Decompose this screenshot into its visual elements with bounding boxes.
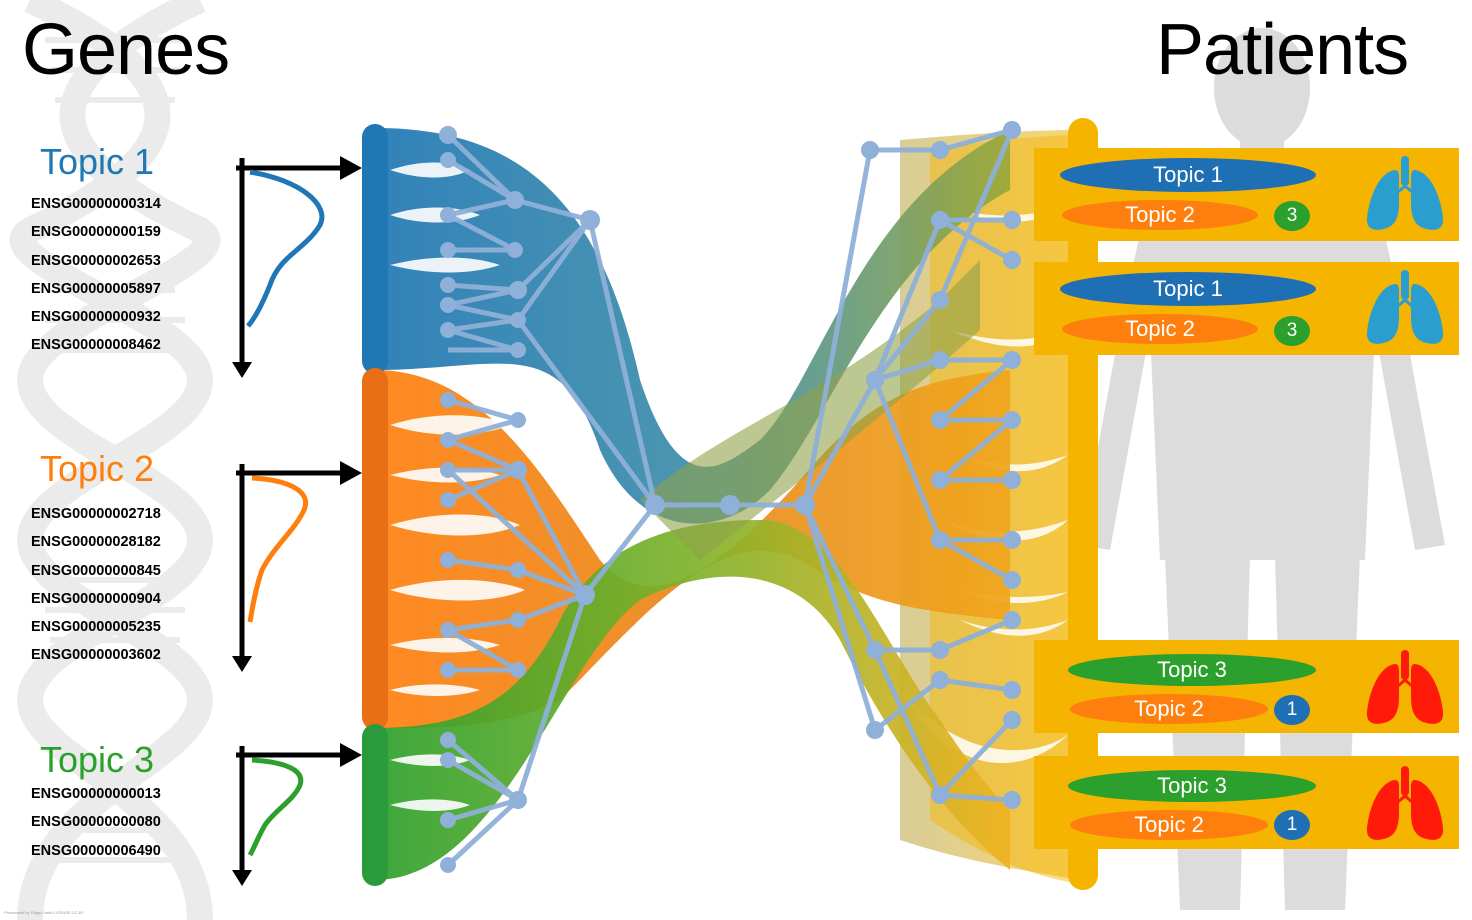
gene-item: ENSG00000000013 xyxy=(31,786,161,802)
topic2-gene-list: ENSG00000002718 ENSG00000028182 ENSG0000… xyxy=(31,500,161,670)
secondary-topic-pill: Topic 2 xyxy=(1070,694,1268,724)
primary-topic-pill: Topic 1 xyxy=(1060,158,1316,192)
patient-card: Topic 1 Topic 2 3 xyxy=(1034,262,1459,355)
gene-item: ENSG00000006490 xyxy=(31,842,161,859)
topic1-gene-list: ENSG00000000314 ENSG00000000159 ENSG0000… xyxy=(31,190,161,360)
gene-item: ENSG00000000159 xyxy=(31,224,161,241)
count-badge: 1 xyxy=(1274,695,1310,725)
gene-item: ENSG00000000932 xyxy=(31,309,161,326)
gene-item: ENSG00000028182 xyxy=(31,534,161,551)
secondary-topic-pill: Topic 2 xyxy=(1062,314,1258,344)
red-lungs-icon xyxy=(1364,648,1446,728)
topic1-distribution-plot xyxy=(232,156,362,378)
topic3-gene-list: ENSG00000000013 ENSG00000000080 ENSG0000… xyxy=(31,780,161,865)
primary-topic-pill: Topic 3 xyxy=(1068,770,1316,802)
gene-item: ENSG00000000904 xyxy=(31,590,161,607)
gene-item: ENSG00000008462 xyxy=(31,337,161,354)
dna-helix-background xyxy=(10,0,220,920)
topic2-distribution-plot xyxy=(232,461,362,672)
primary-topic-pill: Topic 3 xyxy=(1068,654,1316,686)
gene-item: ENSG00000003602 xyxy=(31,647,161,664)
topic3-distribution-plot xyxy=(232,743,362,886)
patient-card: Topic 1 Topic 2 3 xyxy=(1034,148,1459,241)
gene-item: ENSG00000005235 xyxy=(31,619,161,636)
topic2-heading: Topic 2 xyxy=(40,448,155,489)
patient-card: Topic 3 Topic 2 1 xyxy=(1034,640,1459,733)
blue-lungs-icon xyxy=(1364,154,1446,234)
photo-credit: Photocredit by Filippo Valle LICENSE CC-… xyxy=(4,910,84,915)
gene-item: ENSG00000000845 xyxy=(31,562,161,579)
topic1-heading: Topic 1 xyxy=(40,141,155,182)
gene-item: ENSG00000005897 xyxy=(31,280,161,297)
gene-item: ENSG00000002718 xyxy=(31,506,161,522)
blue-lungs-icon xyxy=(1364,268,1446,348)
patients-title: Patients xyxy=(1156,10,1409,90)
gene-item: ENSG00000000080 xyxy=(31,814,161,831)
genes-title: Genes xyxy=(22,10,230,90)
red-lungs-icon xyxy=(1364,764,1446,844)
count-badge: 3 xyxy=(1274,201,1310,231)
count-badge: 1 xyxy=(1274,810,1310,840)
topic3-heading: Topic 3 xyxy=(40,739,155,780)
topic-flows xyxy=(362,124,1010,886)
secondary-topic-pill: Topic 2 xyxy=(1070,810,1268,840)
gene-item: ENSG00000002653 xyxy=(31,252,161,269)
count-badge: 3 xyxy=(1274,316,1310,346)
gene-item: ENSG00000000314 xyxy=(31,196,161,212)
patient-card: Topic 3 Topic 2 1 xyxy=(1034,756,1459,849)
secondary-topic-pill: Topic 2 xyxy=(1062,200,1258,230)
primary-topic-pill: Topic 1 xyxy=(1060,272,1316,306)
hierarchy-tree-nodes xyxy=(439,121,1021,873)
